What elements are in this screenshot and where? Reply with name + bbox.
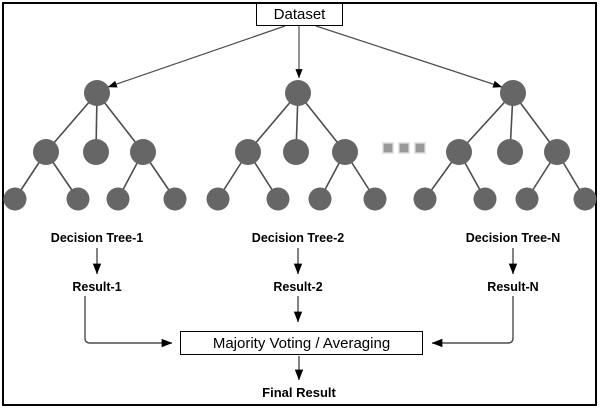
final-result-label: Final Result: [262, 385, 336, 400]
decision-tree-1-label: Decision Tree-1: [50, 231, 144, 245]
decision-tree-n-label: Decision Tree-N: [465, 231, 561, 245]
result-1-label: Result-1: [72, 280, 122, 294]
dataset-box[interactable]: Dataset: [256, 3, 343, 26]
decision-tree-2-label: Decision Tree-2: [251, 231, 345, 245]
result-2-label: Result-2: [273, 280, 323, 294]
result-n-label: Result-N: [487, 280, 539, 294]
majority-voting-box[interactable]: Majority Voting / Averaging: [180, 331, 423, 355]
